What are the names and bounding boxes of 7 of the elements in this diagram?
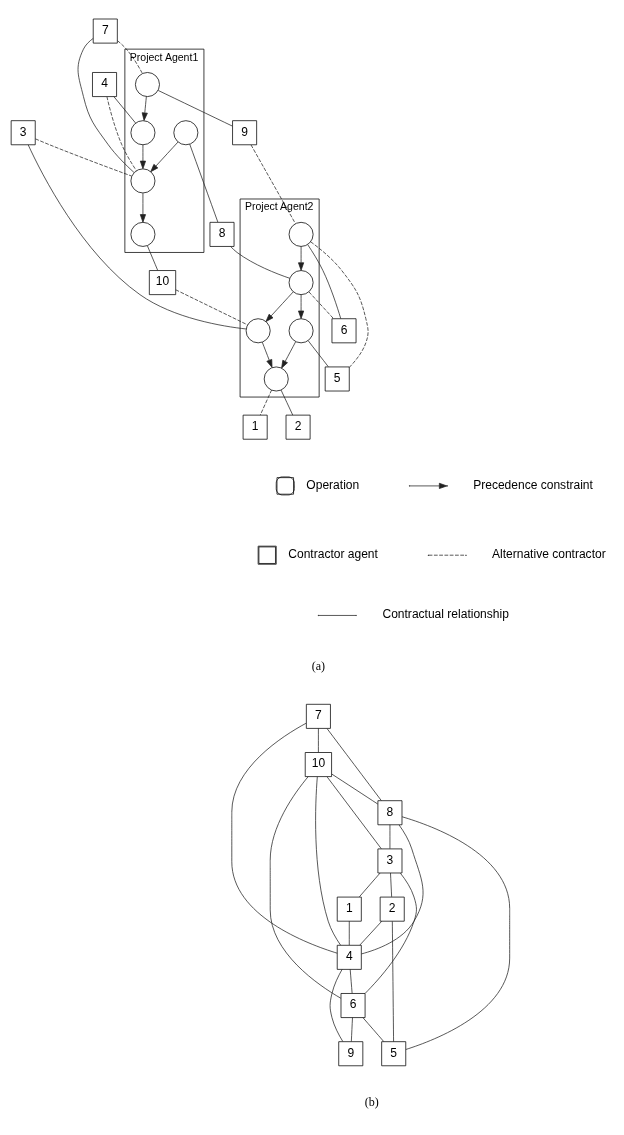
legend-label: Contractor agent <box>288 546 378 561</box>
legend-label: Operation <box>306 477 360 492</box>
legend-label: Alternative contractor <box>492 546 606 561</box>
legend-label: Contractual relationship <box>382 606 509 621</box>
label: (b) <box>364 1094 379 1109</box>
legend-label: Precedence constraint <box>473 477 593 492</box>
label: (a) <box>311 658 326 673</box>
